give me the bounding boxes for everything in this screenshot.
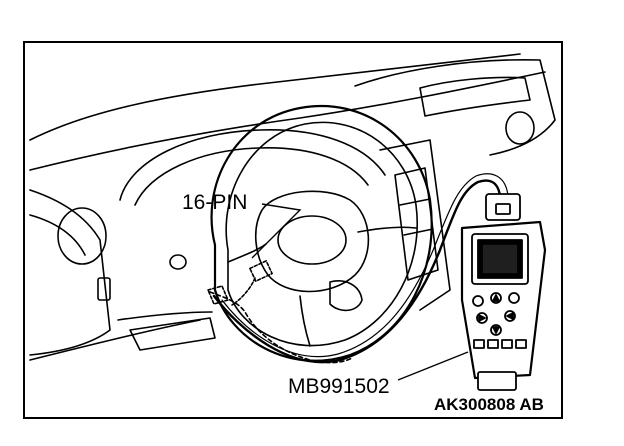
scan-tool-base bbox=[477, 371, 517, 391]
arrow-up-icon bbox=[492, 294, 500, 302]
function-key bbox=[487, 339, 499, 349]
scan-tool-screen-highlight bbox=[481, 243, 519, 275]
cluster-hood-inner bbox=[134, 147, 369, 206]
tool-label: MB991502 bbox=[288, 375, 390, 398]
tool-leader bbox=[397, 351, 469, 381]
function-key bbox=[515, 339, 527, 349]
key-icon bbox=[508, 292, 520, 304]
function-key bbox=[501, 339, 513, 349]
arrow-left-icon bbox=[478, 314, 486, 322]
scan-tool-screen bbox=[477, 239, 523, 279]
left-panel-inner bbox=[29, 214, 86, 256]
hub-spoke-right bbox=[357, 226, 417, 233]
lower-hub-pad bbox=[329, 280, 363, 312]
function-key bbox=[473, 339, 485, 349]
connector-lead bbox=[231, 277, 256, 306]
harness-plug bbox=[207, 285, 229, 305]
arrow-down-icon bbox=[492, 326, 500, 334]
scan-tool bbox=[460, 193, 547, 391]
connector-leader bbox=[251, 203, 302, 259]
scan-tool-cable-inner bbox=[221, 173, 509, 358]
dashboard-drawing bbox=[29, 53, 556, 364]
dash-right-upper bbox=[354, 58, 556, 156]
left-knob bbox=[169, 254, 187, 270]
arrow-right-icon bbox=[506, 312, 514, 320]
cluster-hood bbox=[119, 129, 386, 201]
harness-dashed bbox=[209, 291, 353, 364]
left-vent bbox=[57, 207, 107, 265]
console-panel bbox=[394, 167, 439, 281]
center-vent-opening bbox=[419, 76, 531, 117]
hub-pad bbox=[277, 215, 347, 265]
lower-dash-left bbox=[29, 319, 201, 361]
figure-id-label: AK300808 AB bbox=[434, 395, 544, 414]
side-vent-right bbox=[505, 111, 535, 145]
hub-spoke-bottom bbox=[299, 295, 311, 347]
connector-label: 16-PIN bbox=[182, 191, 247, 214]
scan-tool-cable bbox=[212, 179, 502, 364]
dash-top-edge bbox=[29, 71, 546, 171]
leader-lines bbox=[251, 203, 469, 381]
left-panel bbox=[29, 189, 111, 356]
left-switch bbox=[97, 277, 111, 301]
knee-panel bbox=[129, 317, 216, 351]
scan-tool-plug-tip bbox=[495, 203, 511, 215]
diagnostic-connector bbox=[249, 260, 273, 282]
key-icon bbox=[472, 295, 484, 307]
console-line-2 bbox=[403, 228, 434, 236]
windshield-edge bbox=[29, 53, 521, 141]
steering-wheel-rim bbox=[210, 104, 433, 362]
steering-wheel-rim-inner bbox=[225, 121, 418, 347]
lower-dash-mid bbox=[117, 311, 213, 321]
